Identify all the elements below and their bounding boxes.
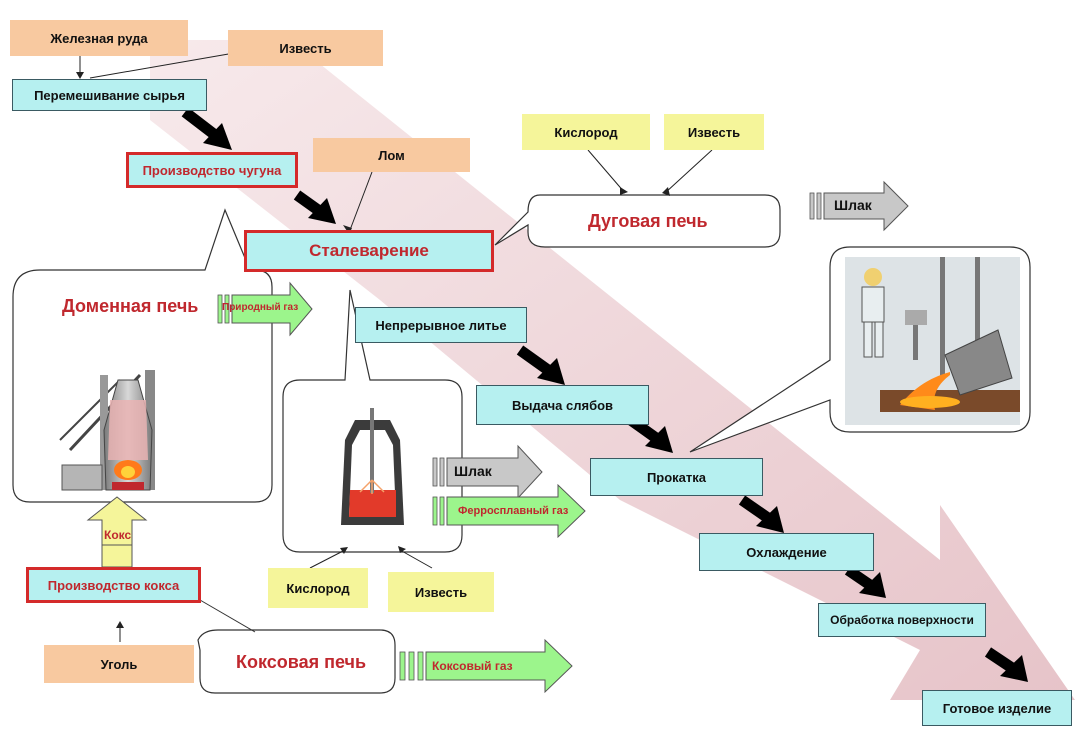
lime-arc-box: Известь bbox=[664, 114, 764, 150]
coke-gas-label: Коксовый газ bbox=[432, 659, 513, 673]
surface-treatment-box: Обработка поверхности bbox=[818, 603, 986, 637]
cooling-box: Охлаждение bbox=[699, 533, 874, 571]
iron-ore-box: Железная руда bbox=[10, 20, 188, 56]
main-flow-arrowheads bbox=[203, 123, 1028, 682]
scrap-box: Лом bbox=[313, 138, 470, 172]
steel-pouring-worker-illustration bbox=[845, 257, 1020, 425]
coal-box: Уголь bbox=[44, 645, 194, 683]
coke-label: Кокс bbox=[104, 528, 132, 542]
continuous-casting-box: Непрерывное литье bbox=[355, 307, 527, 343]
lime-top-box: Известь bbox=[228, 30, 383, 66]
thin-connectors bbox=[79, 51, 713, 642]
oxygen-arc-box: Кислород bbox=[522, 114, 650, 150]
oxygen-converter-box: Кислород bbox=[268, 568, 368, 608]
arc-furnace-label: Дуговая печь bbox=[588, 211, 708, 231]
natural-gas-label: Природный газ bbox=[222, 302, 299, 313]
coke-oven-bubble bbox=[197, 629, 396, 694]
steelmaking-box: Сталеварение bbox=[244, 230, 494, 272]
slag-converter-label: Шлак bbox=[454, 463, 492, 479]
slab-output-box: Выдача слябов bbox=[476, 385, 649, 425]
rolling-box: Прокатка bbox=[590, 458, 763, 496]
finished-product-box: Готовое изделие bbox=[922, 690, 1072, 726]
blast-furnace-illustration bbox=[59, 370, 155, 491]
converter-vessel-illustration bbox=[341, 408, 404, 525]
outflow-arrows bbox=[86, 180, 909, 694]
pig-iron-box: Производство чугуна bbox=[126, 152, 298, 188]
lime-converter-box: Известь bbox=[388, 572, 494, 612]
slag-arc-label: Шлак bbox=[834, 197, 872, 213]
arc-furnace-bubble bbox=[494, 194, 781, 248]
ferroalloy-gas-label: Ферросплавный газ bbox=[458, 505, 569, 517]
blast-furnace-label: Доменная печь bbox=[62, 296, 199, 316]
mixing-box: Перемешивание сырья bbox=[12, 79, 207, 111]
coke-production-box: Производство кокса bbox=[26, 567, 201, 603]
blast-furnace-bubble bbox=[12, 208, 273, 503]
coke-oven-pointer bbox=[199, 599, 256, 633]
coke-oven-label: Коксовая печь bbox=[236, 652, 367, 672]
